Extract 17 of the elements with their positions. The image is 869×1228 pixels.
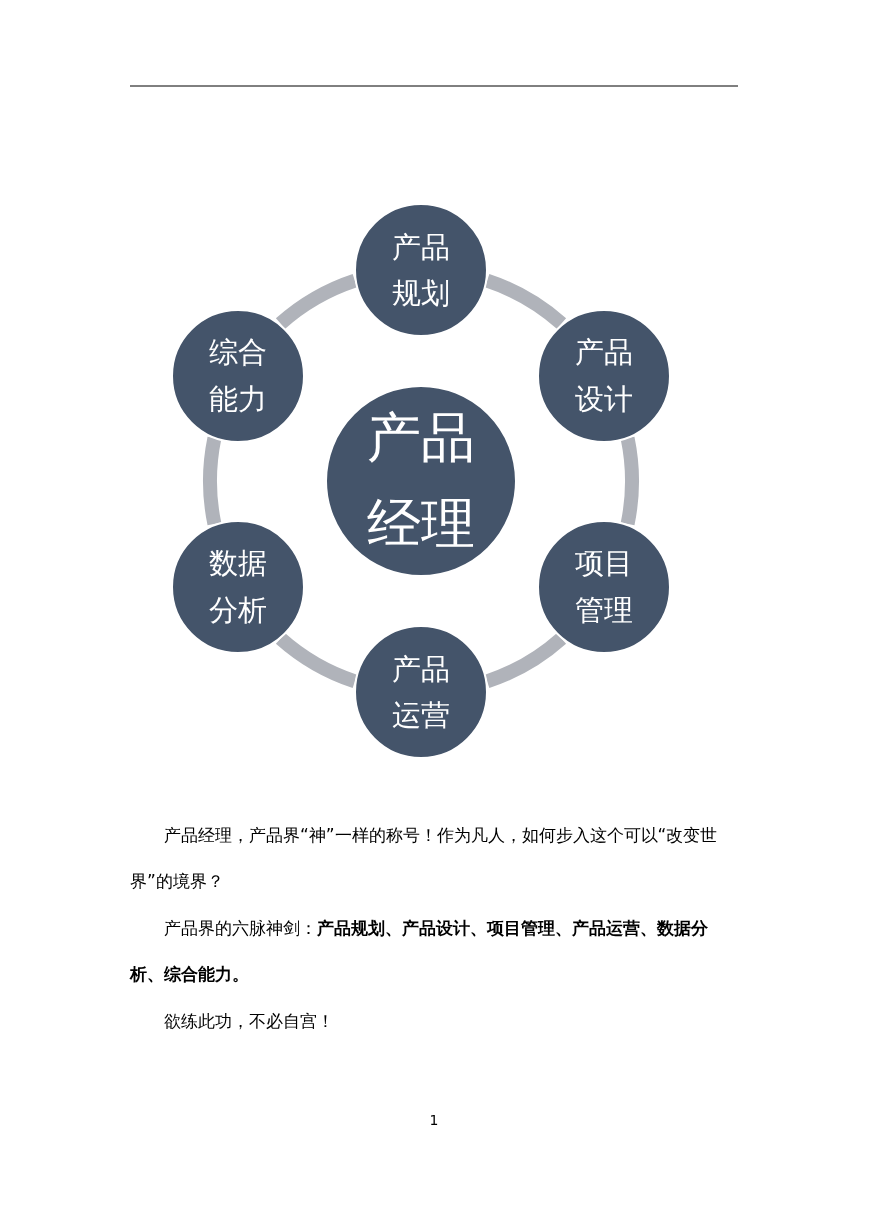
body-paragraph: 产品界的六脉神剑：产品规划、产品设计、项目管理、产品运营、数据分析、综合能力。 xyxy=(130,917,709,986)
topic-circle: 产品运营 xyxy=(354,625,488,759)
ring-connector xyxy=(276,274,358,329)
ring-connector xyxy=(484,633,566,688)
ring-connector xyxy=(276,633,358,688)
body-paragraph: 产品经理，产品界“神”一样的称号！作为凡人，如何步入这个可以“改变世界”的境界？ xyxy=(130,824,719,893)
topic-circle: 产品设计 xyxy=(536,308,671,443)
center-circle: 产品经理 xyxy=(325,385,517,577)
topic-circle: 数据分析 xyxy=(171,519,306,654)
page-number: 1 xyxy=(428,1112,440,1128)
ring-connector xyxy=(620,437,639,525)
topic-circle: 产品规划 xyxy=(354,203,488,337)
ring-connector xyxy=(484,274,566,329)
ring-connector xyxy=(203,437,222,525)
topic-circle: 项目管理 xyxy=(536,519,671,654)
body-paragraph: 欲练此功，不必自宫！ xyxy=(163,1010,335,1033)
topic-circle: 综合能力 xyxy=(171,308,306,443)
